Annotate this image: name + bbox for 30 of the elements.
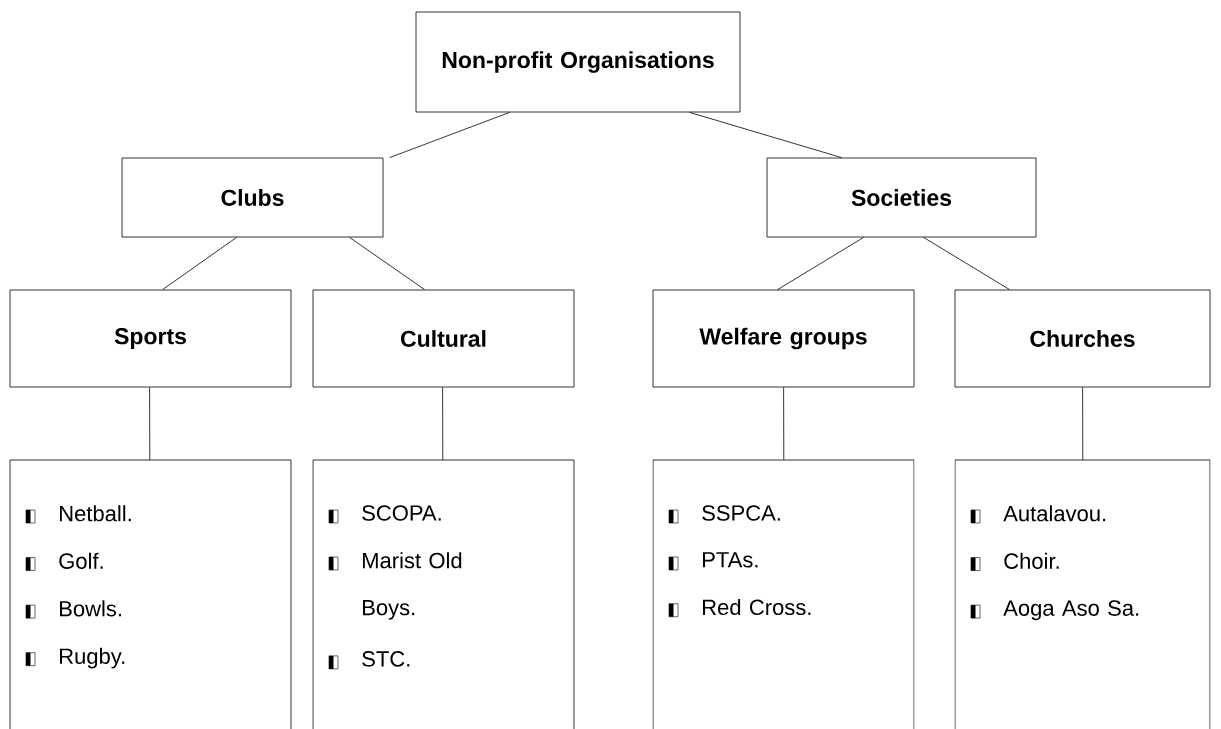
category-box: Non-profit Organisations (415, 11, 741, 113)
list-item: Red Cross. (703, 598, 811, 616)
connector-line (783, 387, 785, 461)
connector-line (149, 387, 151, 461)
connector-line (923, 237, 1010, 290)
connector-line (162, 237, 237, 290)
category-box: Cultural (312, 289, 575, 388)
list-item: PTAs. (703, 552, 758, 568)
list-item: Rugby. (60, 647, 125, 669)
connector-line (689, 112, 842, 158)
category-box: Sports (9, 289, 292, 388)
connector-line (442, 387, 444, 461)
list-item: Aoga Aso Sa. (1003, 600, 1139, 621)
connector-line (1082, 387, 1084, 461)
list-item: SSPCA. (702, 505, 780, 521)
category-box: Clubs (121, 157, 384, 238)
connector-line (389, 112, 510, 158)
list-item: Bowls. (60, 600, 121, 617)
list-item: Marist Old Boys. (363, 552, 462, 620)
list-item: STC. (362, 651, 410, 667)
list-item: Netball. (60, 505, 131, 522)
category-box: Societies (766, 157, 1037, 238)
list-item: SCOPA. (362, 505, 441, 521)
list-item: Golf. (59, 552, 103, 569)
category-box: Churches (954, 289, 1211, 388)
connector-line (777, 237, 864, 290)
list-item: Autalavou. (1003, 505, 1106, 522)
connector-line (349, 237, 425, 290)
category-box: Welfare groups (652, 289, 915, 388)
list-item: Choir. (1004, 552, 1059, 569)
